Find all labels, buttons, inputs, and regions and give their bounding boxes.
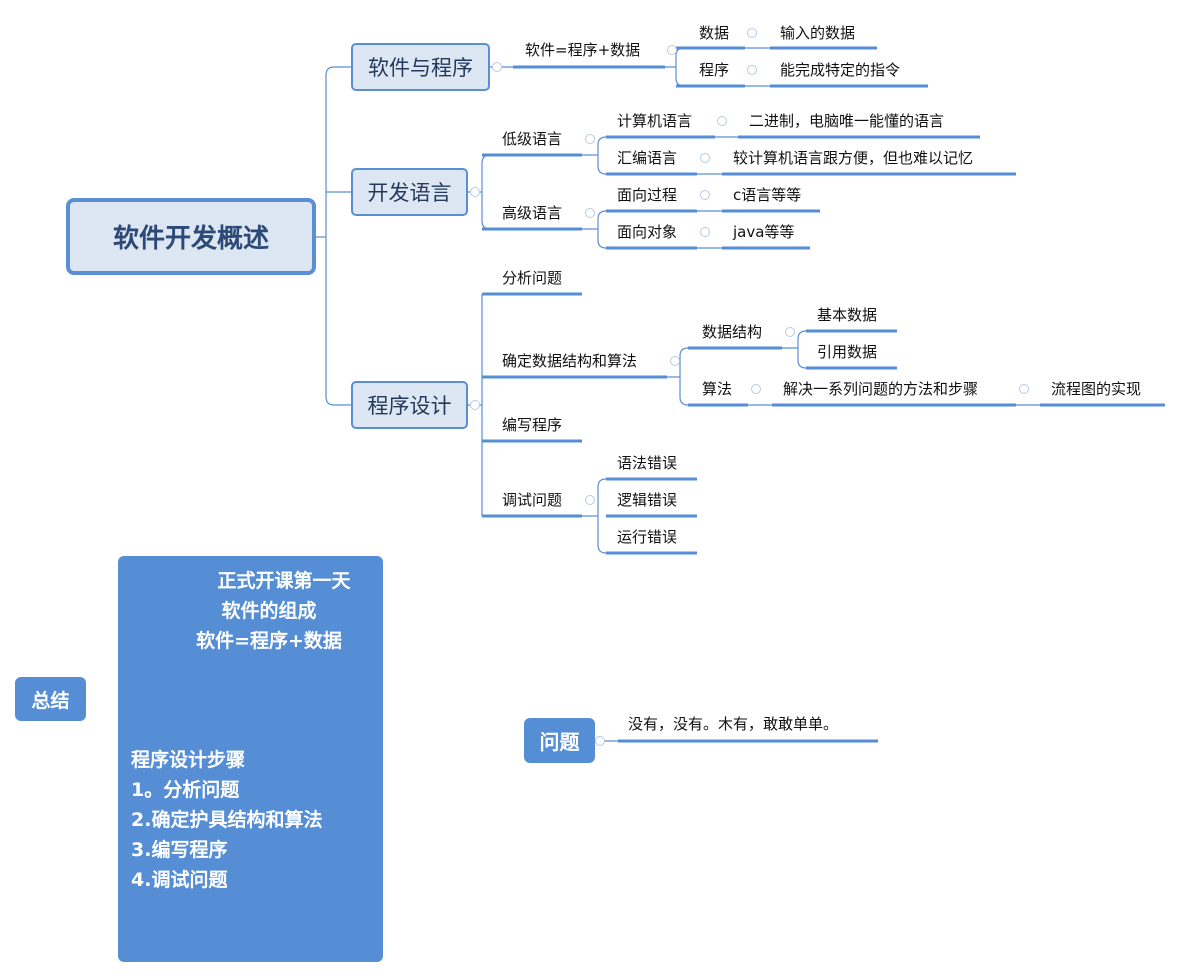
node-assembly-desc[interactable]: 较计算机语言跟方便，但也难以记忆 xyxy=(733,149,974,167)
node-algorithm[interactable]: 算法 xyxy=(702,380,733,398)
topic-dev-languages[interactable]: 开发语言 xyxy=(351,168,468,216)
node-logic-error[interactable]: 逻辑错误 xyxy=(617,491,678,509)
node-low-level[interactable]: 低级语言 xyxy=(502,130,563,148)
node-procedural-desc[interactable]: c语言等等 xyxy=(733,186,802,204)
collapse-toggle-icons xyxy=(470,28,1029,746)
node-program[interactable]: 程序 xyxy=(699,61,730,79)
node-runtime-error[interactable]: 运行错误 xyxy=(617,528,678,546)
node-machine-desc[interactable]: 二进制，电脑唯一能懂的语言 xyxy=(749,112,945,130)
node-program-desc[interactable]: 能完成特定的指令 xyxy=(780,61,901,79)
node-write[interactable]: 编写程序 xyxy=(502,416,563,434)
node-high-level[interactable]: 高级语言 xyxy=(502,204,563,222)
question-answer[interactable]: 没有，没有。木有，敢敢单单。 xyxy=(628,715,839,733)
summary-line: 软件=程序+数据 xyxy=(196,630,342,652)
node-ds-algo[interactable]: 确定数据结构和算法 xyxy=(502,352,638,370)
summary-line: 程序设计步骤 xyxy=(131,749,246,771)
root-topic[interactable]: 软件开发概述 xyxy=(66,198,316,275)
summary-line: 1。分析问题 xyxy=(131,779,240,801)
node-assembly[interactable]: 汇编语言 xyxy=(617,149,678,167)
node-analyze[interactable]: 分析问题 xyxy=(502,269,563,287)
node-data[interactable]: 数据 xyxy=(699,24,730,42)
question-topic[interactable]: 问题 xyxy=(524,718,595,763)
node-oop-desc[interactable]: java等等 xyxy=(733,223,795,241)
node-flowchart[interactable]: 流程图的实现 xyxy=(1051,380,1142,398)
summary-line: 4.调试问题 xyxy=(131,869,228,891)
node-debug[interactable]: 调试问题 xyxy=(502,491,563,509)
node-reference-data[interactable]: 引用数据 xyxy=(817,343,878,361)
node-data-desc[interactable]: 输入的数据 xyxy=(780,24,856,42)
summary-note[interactable]: 正式开课第一天 软件的组成 软件=程序+数据 程序设计步骤 1。分析问题 2.确… xyxy=(118,556,383,962)
node-data-structure[interactable]: 数据结构 xyxy=(702,323,763,341)
topic-software-and-program[interactable]: 软件与程序 xyxy=(351,43,490,91)
node-formula[interactable]: 软件=程序+数据 xyxy=(525,41,641,59)
summary-line: 2.确定护具结构和算法 xyxy=(131,809,323,831)
node-oop[interactable]: 面向对象 xyxy=(617,223,678,241)
node-algorithm-desc[interactable]: 解决一系列问题的方法和步骤 xyxy=(783,380,979,398)
summary-line: 正式开课第一天 xyxy=(217,570,351,592)
node-procedural[interactable]: 面向过程 xyxy=(617,186,678,204)
topic-program-design[interactable]: 程序设计 xyxy=(351,381,468,429)
summary-line: 软件的组成 xyxy=(221,600,317,622)
node-basic-data[interactable]: 基本数据 xyxy=(817,306,878,324)
node-machine-lang[interactable]: 计算机语言 xyxy=(617,112,693,130)
node-syntax-error[interactable]: 语法错误 xyxy=(617,454,678,472)
summary-topic[interactable]: 总结 xyxy=(15,677,86,721)
summary-line: 3.编写程序 xyxy=(131,839,228,861)
